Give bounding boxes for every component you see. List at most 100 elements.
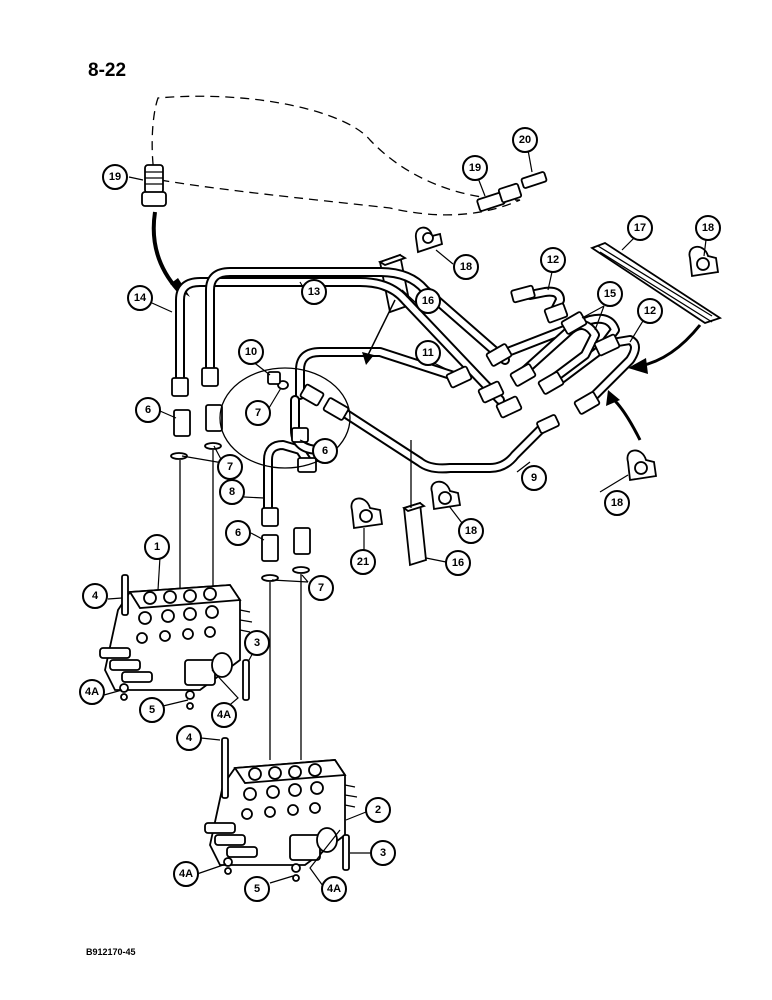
callout-16-bottom: 16	[445, 550, 471, 576]
svg-text:12: 12	[644, 305, 656, 317]
hose-12-upper	[510, 284, 569, 324]
callout-4a-left-lower: 4A	[173, 861, 199, 887]
callout-16-top: 16	[415, 288, 441, 314]
svg-text:14: 14	[134, 292, 147, 304]
svg-text:6: 6	[322, 445, 328, 457]
svg-text:7: 7	[318, 582, 324, 594]
callout-9: 9	[521, 465, 547, 491]
callout-15: 15	[597, 281, 623, 307]
svg-text:6: 6	[235, 527, 241, 539]
callout-12-upper: 12	[540, 247, 566, 273]
routing-dashed-line	[151, 95, 521, 216]
callout-3-lower: 3	[370, 840, 396, 866]
svg-text:4A: 4A	[179, 868, 193, 880]
callout-6-mid: 6	[312, 438, 338, 464]
fitting-19-top	[476, 182, 523, 212]
callout-18-top: 18	[453, 254, 479, 280]
svg-text:8: 8	[229, 486, 235, 498]
figure-code: B912170-45	[86, 947, 136, 957]
arrow-to-tube	[367, 299, 396, 356]
callout-7-lower: 7	[308, 575, 334, 601]
svg-text:16: 16	[422, 295, 434, 307]
svg-text:5: 5	[254, 883, 260, 895]
callout-2: 2	[365, 797, 391, 823]
arrow-curve-right	[639, 324, 702, 368]
fitting-6-group-upper	[170, 380, 289, 460]
svg-text:1: 1	[154, 541, 160, 553]
callout-13: 13	[301, 279, 327, 305]
callout-5-upper: 5	[139, 697, 165, 723]
callout-7-upper: 7	[245, 400, 271, 426]
svg-text:18: 18	[460, 261, 472, 273]
arrow-curve-lower	[610, 396, 642, 441]
callout-19-left: 19	[102, 164, 128, 190]
fitting-20	[520, 171, 548, 189]
svg-text:16: 16	[452, 557, 464, 569]
callout-14: 14	[127, 285, 153, 311]
svg-text:4: 4	[186, 732, 193, 744]
svg-text:13: 13	[308, 286, 320, 298]
oval-outline	[219, 367, 351, 469]
spacer-block-16-bottom	[402, 501, 427, 567]
svg-text:6: 6	[145, 404, 151, 416]
svg-text:3: 3	[254, 637, 260, 649]
channel-17	[590, 241, 723, 324]
callout-8: 8	[219, 479, 245, 505]
svg-text:4A: 4A	[327, 883, 341, 895]
arrow-curve-left	[151, 211, 180, 292]
svg-text:11: 11	[422, 347, 434, 359]
svg-text:12: 12	[547, 254, 559, 266]
callout-1: 1	[144, 534, 170, 560]
svg-text:18: 18	[611, 497, 623, 509]
hose-12-lower	[573, 333, 640, 415]
callout-4a-right-upper: 4A	[211, 702, 237, 728]
svg-text:17: 17	[634, 222, 646, 234]
callout-21: 21	[350, 549, 376, 575]
callout-10: 10	[238, 339, 264, 365]
callout-12-lower: 12	[637, 298, 663, 324]
clamp-18-d	[430, 480, 462, 511]
callout-19-top: 19	[462, 155, 488, 181]
clamp-21	[350, 497, 384, 530]
svg-text:15: 15	[604, 288, 616, 300]
callout-18-top-right: 18	[695, 215, 721, 241]
bolt-3-lower	[342, 834, 350, 871]
svg-text:4A: 4A	[85, 686, 99, 698]
callout-18-right: 18	[604, 490, 630, 516]
svg-text:5: 5	[149, 704, 155, 716]
callout-5-lower: 5	[244, 876, 270, 902]
callout-11: 11	[415, 340, 441, 366]
callout-7-left: 7	[217, 454, 243, 480]
callout-17: 17	[627, 215, 653, 241]
callout-4a-right-lower: 4A	[321, 876, 347, 902]
callout-6-left: 6	[135, 397, 161, 423]
svg-text:18: 18	[465, 525, 477, 537]
svg-text:9: 9	[531, 472, 537, 484]
callout-4-upper: 4	[82, 583, 108, 609]
control-valve-2	[204, 737, 358, 866]
callout-4-lower: 4	[176, 725, 202, 751]
svg-text:2: 2	[375, 804, 381, 816]
svg-text:18: 18	[702, 222, 714, 234]
clamp-18-b	[688, 245, 720, 278]
page-number: 8-22	[88, 60, 127, 81]
svg-text:3: 3	[380, 847, 386, 859]
hose-15	[485, 311, 620, 395]
callout-3-upper: 3	[244, 630, 270, 656]
svg-text:21: 21	[357, 556, 369, 568]
fitting-19-left	[141, 164, 167, 207]
callout-6-lower: 6	[225, 520, 251, 546]
clamp-18-a	[415, 226, 444, 254]
svg-text:20: 20	[519, 134, 531, 146]
svg-text:7: 7	[255, 407, 261, 419]
callout-20: 20	[512, 127, 538, 153]
callout-18-bottom: 18	[458, 518, 484, 544]
clamp-18-c	[626, 449, 658, 482]
fitting-10	[267, 371, 281, 385]
svg-text:10: 10	[245, 346, 257, 358]
bolt-3-upper	[242, 659, 250, 701]
svg-text:7: 7	[227, 461, 233, 473]
callout-4a-left-upper: 4A	[79, 679, 105, 705]
svg-text:4A: 4A	[217, 709, 231, 721]
